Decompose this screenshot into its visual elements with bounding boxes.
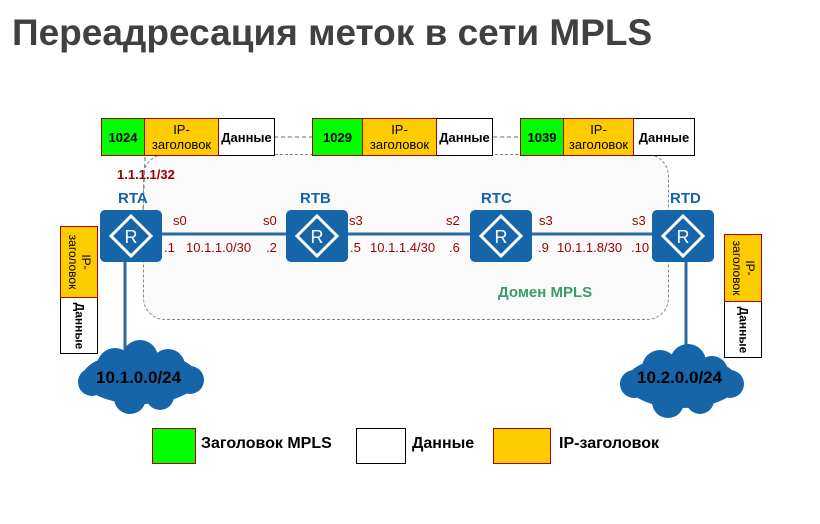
- ip-header: IP-заголовок: [564, 118, 634, 156]
- payload: Данные: [724, 302, 762, 358]
- cloud-left: [78, 340, 204, 414]
- interface-label: s0: [263, 213, 277, 228]
- mpls-domain-boundary: [143, 154, 669, 320]
- mpls-label: 1024: [101, 118, 145, 156]
- interface-label: s2: [446, 213, 460, 228]
- svg-text:R: R: [125, 227, 138, 247]
- interface-label: s3: [632, 213, 646, 228]
- legend-swatch-mpls: [152, 428, 196, 464]
- network-address: 10.1.1.4/30: [370, 240, 436, 255]
- interface-label: s3: [349, 213, 363, 228]
- ip-suffix: .9: [538, 240, 549, 255]
- router-label-rtd: RTD: [670, 190, 701, 207]
- ip-suffix: .2: [266, 240, 277, 255]
- mpls-label: 1039: [520, 118, 564, 156]
- packet-rtc-rtd: 1039 IP-заголовок Данные: [520, 118, 695, 156]
- ip-header: IP-заголовок: [145, 118, 219, 156]
- ip-suffix: .10: [631, 240, 650, 255]
- svg-text:R: R: [311, 227, 324, 247]
- ip-suffix: .6: [449, 240, 460, 255]
- network-address: 10.1.1.0/30: [186, 240, 252, 255]
- cloud-right: [620, 344, 744, 418]
- router-label-rtc: RTC: [481, 190, 512, 207]
- payload: Данные: [634, 118, 695, 156]
- mpls-label: 1029: [312, 118, 363, 156]
- payload: Данные: [219, 118, 275, 156]
- router-icon: R: [108, 213, 154, 259]
- packet-rtb-rtc: 1029 IP-заголовок Данные: [312, 118, 493, 156]
- network-address: 10.1.1.8/30: [557, 240, 623, 255]
- router-icon: R: [294, 213, 340, 259]
- ip-header: IP-заголовок: [724, 234, 762, 302]
- legend-swatch-data: [356, 428, 406, 464]
- router-rtb[interactable]: R: [286, 210, 348, 262]
- network-cloud-left-label: 10.1.0.0/24: [96, 368, 182, 387]
- legend-label-ip: IP-заголовок: [559, 435, 660, 452]
- router-label-rtb: RTB: [300, 190, 331, 207]
- router-rtc[interactable]: R: [470, 210, 532, 262]
- loopback-address: 1.1.1.1/32: [117, 167, 175, 182]
- ip-header-text: IP-заголовок: [730, 240, 757, 296]
- router-rtd[interactable]: R: [652, 210, 714, 262]
- ip-header: IP-заголовок: [60, 226, 98, 298]
- slide-title: Переадресация меток в сети MPLS: [12, 12, 653, 53]
- payload-text: Данные: [736, 306, 751, 353]
- router-rta[interactable]: R: [100, 210, 162, 262]
- legend-label-mpls: Заголовок MPLS: [201, 435, 332, 452]
- packet-rta-rtb: 1024 IP-заголовок Данные: [101, 118, 275, 156]
- svg-text:R: R: [495, 227, 508, 247]
- ip-header-text: IP-заголовок: [66, 234, 93, 290]
- payload: Данные: [437, 118, 493, 156]
- router-icon: R: [478, 213, 524, 259]
- ip-header: IP-заголовок: [363, 118, 437, 156]
- egress-ip-packet: IP-заголовок Данные: [724, 234, 762, 358]
- legend-label-data: Данные: [412, 435, 475, 452]
- ip-suffix: .5: [350, 240, 361, 255]
- interface-label: s0: [173, 213, 187, 228]
- payload-text: Данные: [72, 302, 87, 349]
- legend-swatch-ip: [493, 428, 551, 464]
- dashed-connector: [142, 156, 146, 211]
- svg-text:R: R: [677, 227, 690, 247]
- payload: Данные: [60, 298, 98, 354]
- ingress-ip-packet: IP-заголовок Данные: [60, 226, 98, 354]
- router-label-rta: RTA: [118, 190, 148, 207]
- domain-label: Домен MPLS: [498, 284, 593, 301]
- router-icon: R: [660, 213, 706, 259]
- network-cloud-right-label: 10.2.0.0/24: [637, 368, 723, 387]
- interface-label: s3: [539, 213, 553, 228]
- ip-suffix: .1: [164, 240, 175, 255]
